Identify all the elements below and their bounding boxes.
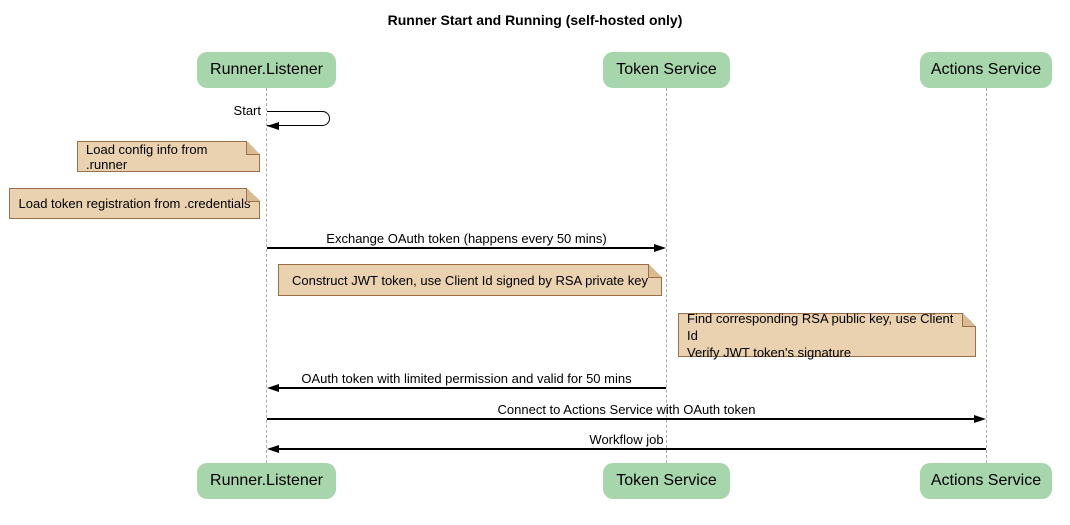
participant-token-service-top: Token Service (603, 52, 730, 88)
participant-actions-service-bottom: Actions Service (920, 463, 1052, 499)
message-line-workflow-job (274, 448, 986, 450)
note-fold-icon (246, 188, 260, 202)
lifeline-runner-listener (266, 88, 267, 463)
note-construct-jwt: Construct JWT token, use Client Id signe… (278, 264, 662, 296)
message-line-oauth-return (274, 387, 666, 389)
self-message-loop (267, 111, 330, 126)
note-load-config: Load config info from .runner (77, 141, 260, 172)
message-label-workflow-job: Workflow job (589, 432, 664, 447)
note-fold-icon (962, 313, 976, 327)
arrowhead-left-icon (267, 122, 279, 130)
note-fold-icon (648, 264, 662, 278)
arrowhead-right-icon (974, 414, 986, 423)
note-text-line2: Verify JWT token's signature (687, 344, 852, 360)
message-line-connect-actions (267, 418, 979, 420)
note-text: Construct JWT token, use Client Id signe… (292, 272, 648, 288)
note-fold-icon (246, 141, 260, 155)
arrowhead-right-icon (654, 243, 666, 252)
message-label-exchange-oauth: Exchange OAuth token (happens every 50 m… (326, 231, 607, 246)
lifeline-actions-service (986, 88, 987, 463)
message-label-oauth-return: OAuth token with limited permission and … (301, 371, 632, 386)
participant-token-service-bottom: Token Service (603, 463, 730, 499)
message-label-connect-actions: Connect to Actions Service with OAuth to… (497, 402, 756, 417)
diagram-title: Runner Start and Running (self-hosted on… (387, 12, 683, 28)
note-find-rsa: Find corresponding RSA public key, use C… (678, 310, 976, 360)
message-line-exchange-oauth (267, 247, 659, 249)
message-label-start: Start (233, 103, 261, 118)
arrowhead-left-icon (267, 383, 279, 392)
lifeline-token-service (666, 88, 667, 463)
participant-runner-listener-bottom: Runner.Listener (197, 463, 336, 499)
note-load-token-registration: Load token registration from .credential… (9, 188, 260, 219)
note-text: Load token registration from .credential… (18, 196, 251, 211)
arrowhead-left-icon (267, 444, 279, 453)
participant-actions-service-top: Actions Service (920, 52, 1052, 88)
note-text-line1: Find corresponding RSA public key, use C… (687, 310, 954, 343)
participant-runner-listener-top: Runner.Listener (197, 52, 336, 88)
note-text: Load config info from .runner (86, 141, 208, 172)
